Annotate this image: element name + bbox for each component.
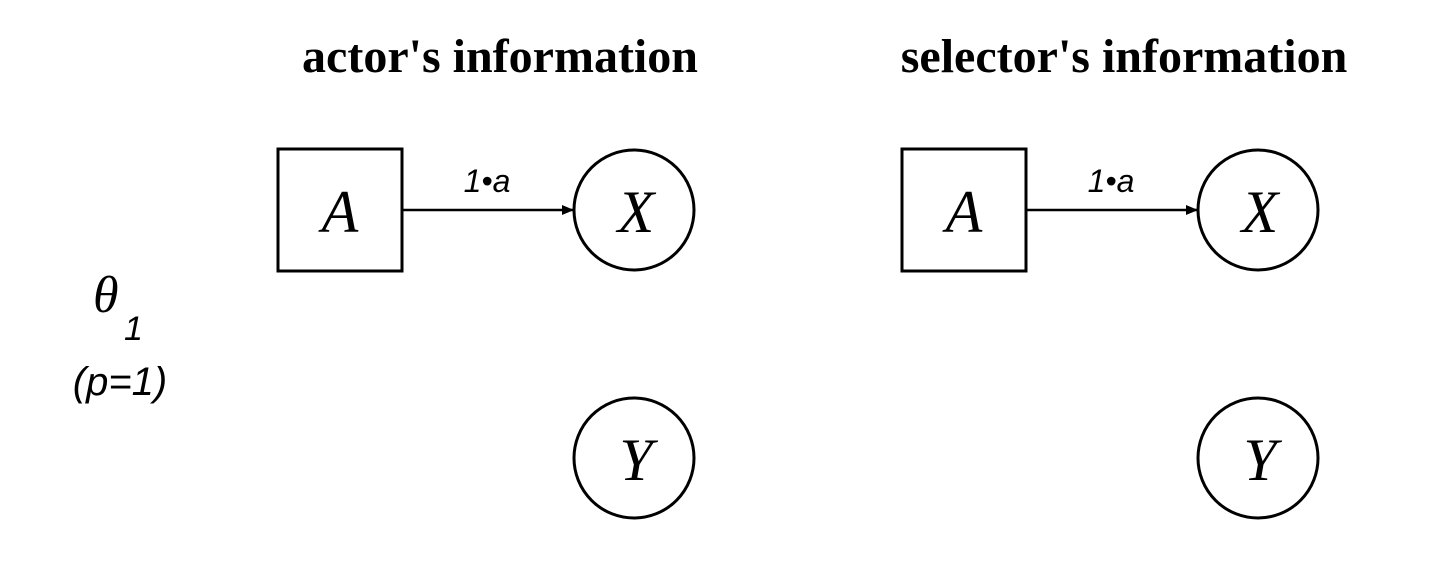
theta-symbol: θ bbox=[93, 267, 119, 324]
actor-panel: actor's information A 1•a X Y bbox=[276, 30, 698, 520]
node-a-box bbox=[900, 147, 1028, 273]
node-y-circle bbox=[572, 396, 696, 520]
selector-panel: selector's information A 1•a X Y bbox=[900, 30, 1348, 520]
node-y-circle bbox=[1196, 396, 1320, 520]
node-x-circle bbox=[572, 148, 696, 272]
node-y-label: Y bbox=[1243, 427, 1282, 493]
node-x-label: X bbox=[1240, 179, 1281, 245]
node-a-label: A bbox=[318, 179, 359, 245]
edge-label: 1•a bbox=[1088, 163, 1135, 199]
node-x-circle bbox=[1196, 148, 1320, 272]
node-x-label: X bbox=[616, 179, 657, 245]
edge-label: 1•a bbox=[464, 163, 511, 199]
node-a-label: A bbox=[942, 179, 983, 245]
actor-heading: actor's information bbox=[302, 30, 698, 83]
theta-subscript: 1 bbox=[124, 310, 143, 348]
node-a-box bbox=[276, 147, 404, 273]
node-y-label: Y bbox=[619, 427, 658, 493]
probability-label: (p=1) bbox=[73, 360, 168, 404]
selector-heading: selector's information bbox=[901, 30, 1348, 83]
row-label: θ 1 (p=1) bbox=[73, 267, 168, 404]
